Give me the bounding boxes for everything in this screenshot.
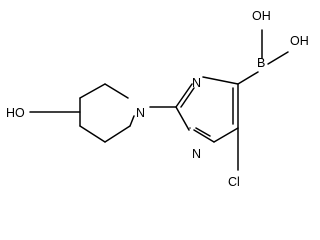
atom-ring-nitrogen-top: N: [192, 76, 201, 90]
molecule-structure: OH OH B N N N Cl HO: [6, 9, 309, 189]
atom-chlorine: Cl: [228, 175, 240, 189]
bond-c2p-c3p: [79, 83, 106, 99]
bond-c5p-c6p: [104, 125, 131, 143]
bond-c5-c6: [213, 127, 239, 143]
atom-piperidine-nitrogen: N: [136, 106, 145, 120]
bond-c2-n1: [175, 106, 190, 131]
bond-c6-n1: [193, 129, 215, 143]
atom-hydroxyl-2: OH: [290, 34, 309, 48]
bond-c4p-c5p: [79, 125, 106, 143]
bond-b-oh2: [267, 51, 289, 65]
atom-hydroxyl-1: OH: [252, 9, 271, 23]
bond-n3-c4: [202, 76, 239, 85]
atom-ring-nitrogen-bottom: N: [192, 147, 201, 161]
bond-c2-n3: [175, 83, 193, 108]
bond-npip-c2p: [104, 83, 129, 99]
atom-piperidine-hydroxyl: HO: [6, 106, 25, 120]
bond-c4-b: [237, 71, 259, 85]
atom-boron: B: [257, 56, 265, 70]
bond-c6p-npip: [129, 115, 135, 127]
bond-c2-n3-inner: [180, 87, 195, 108]
bond-c6-n1-inner: [195, 127, 211, 137]
